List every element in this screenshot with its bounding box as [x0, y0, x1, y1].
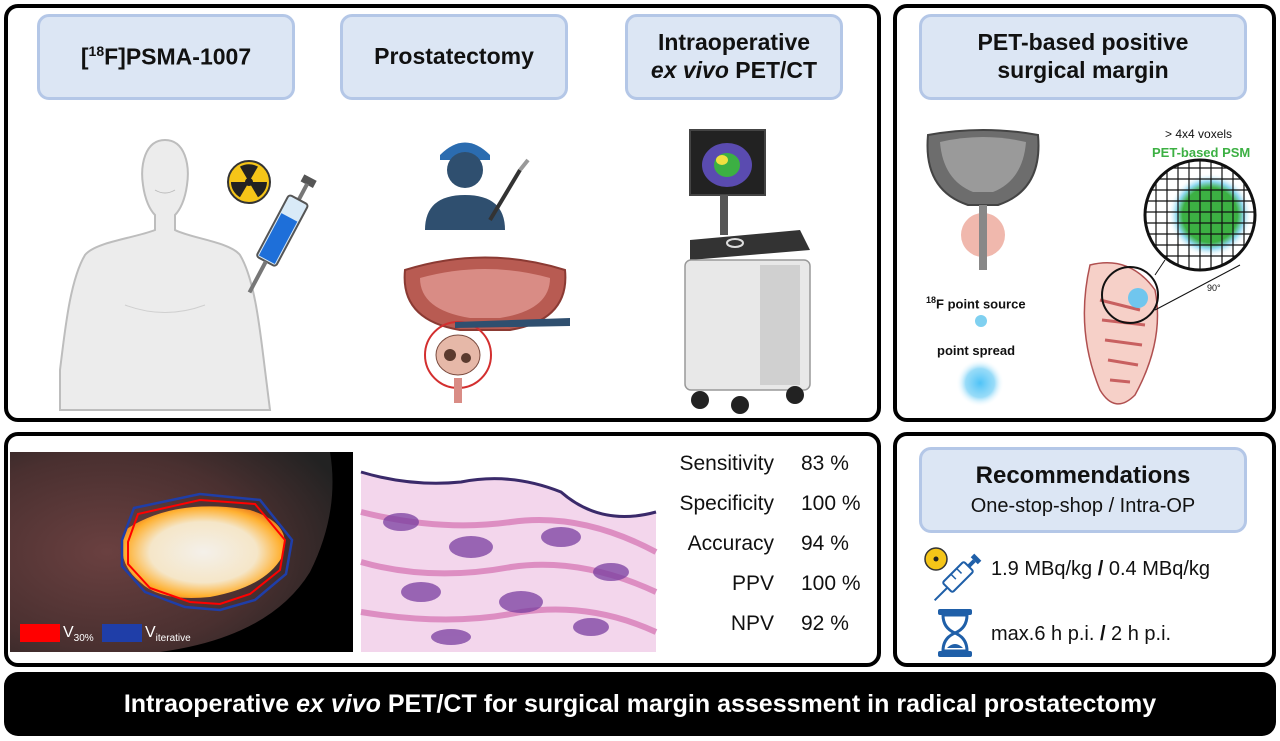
recommendations-title: Recommendations	[975, 461, 1191, 489]
hourglass-icon	[938, 609, 972, 657]
petct-scanner-illustration	[684, 129, 811, 414]
time-intraop: max.6 h p.i.	[991, 623, 1100, 645]
intraop-petct: PET/CT	[728, 57, 818, 83]
dose-syringe-icon	[924, 547, 982, 602]
prostatectomy-label: Prostatectomy	[374, 43, 534, 70]
voxels-label: > 4x4 voxels	[1165, 127, 1233, 141]
point-source-text: F point source	[936, 296, 1026, 312]
histology-image	[360, 452, 658, 652]
step-psma-pill: [18F]PSMA-1007	[37, 14, 295, 100]
intraop-exvivo: ex vivo	[650, 57, 729, 83]
recommendations-subtitle: One-stop-shop / Intra-OP	[970, 495, 1196, 518]
point-source-dot	[975, 315, 987, 327]
metric-value: 92 %	[801, 612, 849, 635]
v30-legend-label: V30%	[63, 624, 94, 644]
time-text: max.6 h p.i. / 2 h p.i.	[991, 623, 1171, 646]
metric-label: NPV	[730, 612, 774, 635]
psm-label: PET-based PSM	[1152, 145, 1251, 160]
point-source-label: 18F point source	[926, 295, 1026, 311]
intraop-line1: Intraoperative	[657, 29, 811, 56]
dose-text: 1.9 MBq/kg / 0.4 MBq/kg	[991, 558, 1210, 581]
metric-value: 100 %	[801, 572, 861, 595]
banner-part2: PET/CT for surgical margin assessment in…	[380, 689, 1157, 718]
metric-label: Specificity	[679, 492, 774, 515]
point-spread-blob	[956, 359, 1004, 407]
time-separator: /	[1099, 623, 1106, 645]
psma-isotope-sup: 18	[88, 42, 105, 59]
metric-value: 94 %	[801, 532, 849, 555]
dose-intraop: 1.9 MBq/kg	[991, 558, 1098, 580]
psma-suffix: F]PSMA-1007	[104, 43, 252, 70]
psm-title-pill: PET-based positive surgical margin	[919, 14, 1247, 100]
metric-value: 100 %	[801, 492, 861, 515]
dose-onestop: 0.4 MBq/kg	[1103, 558, 1210, 580]
dose-separator: /	[1097, 558, 1104, 580]
v30-sub: 30%	[73, 633, 94, 645]
angle-label: 90°	[1207, 283, 1221, 293]
psma-prefix: [	[80, 43, 89, 70]
step-prostatectomy-pill: Prostatectomy	[340, 14, 568, 100]
banner-part1: Intraoperative	[123, 689, 297, 718]
surgeon-icon	[425, 142, 530, 230]
voxel-grid-magnifier	[1083, 158, 1257, 405]
metric-value: 83 %	[801, 452, 849, 475]
psm-title-line1: PET-based positive	[977, 29, 1189, 56]
v30-main: V	[63, 624, 74, 641]
viterative-main: V	[145, 624, 156, 641]
metric-label: PPV	[731, 572, 774, 595]
viterative-swatch	[102, 624, 142, 642]
metric-label: Accuracy	[687, 532, 774, 555]
prostate-bladder-illustration	[403, 256, 570, 403]
time-onestop: 2 h p.i.	[1105, 623, 1172, 645]
recommendations-pill: Recommendations One-stop-shop / Intra-OP	[919, 447, 1247, 533]
v30-swatch	[20, 624, 60, 642]
banner-italic: ex vivo	[296, 689, 381, 718]
bladder-prostate-gray	[926, 129, 1040, 270]
viterative-legend-label: Viterative	[145, 624, 191, 644]
step-petct-pill: Intraoperative ex vivo PET/CT	[625, 14, 843, 100]
summary-banner: Intraoperative ex vivo PET/CT for surgic…	[4, 672, 1276, 736]
metric-label: Sensitivity	[679, 452, 774, 475]
patient-body	[59, 138, 272, 411]
point-spread-label: point spread	[937, 343, 1016, 358]
syringe-icon	[247, 174, 317, 294]
pet-ct-image	[10, 452, 353, 652]
radiation-icon	[227, 160, 271, 204]
viterative-sub: iterative	[155, 633, 191, 645]
psm-title-line2: surgical margin	[997, 57, 1169, 83]
patient-illustration	[59, 138, 272, 411]
point-source-sup: 18	[926, 295, 937, 305]
